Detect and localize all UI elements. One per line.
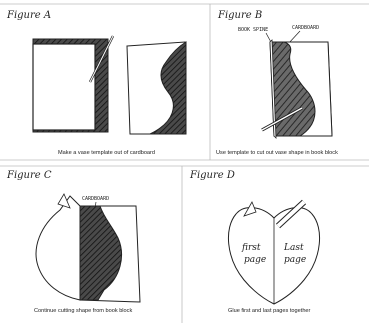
figure-c-illustration: CARDBOARD [0,166,182,311]
panel-figure-c: Figure C CARDBOARD Continue cutting shap… [0,166,182,323]
first-page-label-line2: page [244,255,266,265]
figure-a-illustration [0,4,210,144]
book-spine-label: BOOK SPINE [238,27,268,33]
cardboard-label: CARDBOARD [292,25,319,31]
cut-pages-left [36,196,80,300]
last-page-label-line1: Last [283,243,304,253]
cardboard-template [33,44,95,130]
figure-d-caption: Glue first and last pages together [228,308,310,314]
figure-b-caption: Use template to cut out vase shape in bo… [216,150,338,156]
panel-figure-b: Figure B BOOK SPINE CARDBOARD Use templa… [210,4,369,160]
panel-figure-a: Figure A Make a vase template out of car… [0,4,210,160]
first-page-label-line1: first [241,243,261,253]
last-page-label-line2: page [284,255,306,265]
figure-b-illustration: BOOK SPINE CARDBOARD [210,4,369,149]
cardboard-label: CARDBOARD [82,196,109,202]
figure-d-illustration: first page Last page [182,166,369,311]
panel-figure-d: Figure D first page Last page Glue first… [182,166,369,323]
figure-a-caption: Make a vase template out of cardboard [58,150,155,156]
figure-c-caption: Continue cutting shape from book block [34,308,132,314]
